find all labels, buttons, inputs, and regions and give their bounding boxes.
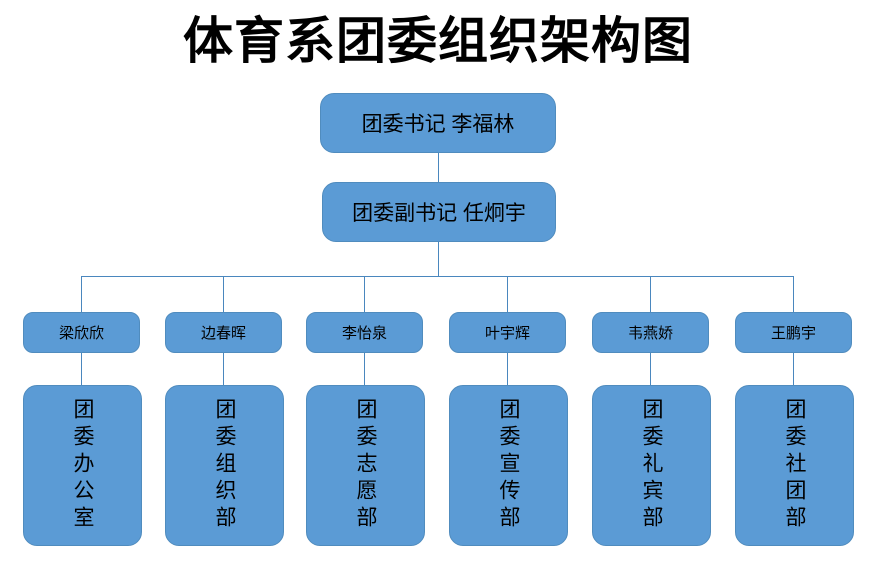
node-person-5-label: 韦燕娇 [627, 325, 673, 342]
node-department-5[interactable]: 团委礼宾部 [592, 385, 711, 546]
node-person-6[interactable]: 王鹏宇 [735, 312, 852, 353]
node-deputy-secretary-label: 团委副书记 任炯宇 [352, 202, 526, 225]
node-department-1[interactable]: 团委办公室 [23, 385, 142, 546]
node-person-3[interactable]: 李怡泉 [306, 312, 423, 353]
node-person-1[interactable]: 梁欣欣 [23, 312, 140, 353]
node-person-4-label: 叶宇辉 [484, 325, 530, 342]
node-person-1-label: 梁欣欣 [58, 325, 104, 342]
node-department-1-label: 团委办公室 [71, 398, 94, 533]
node-person-4[interactable]: 叶宇辉 [449, 312, 566, 353]
page-title: 体育系团委组织架构图 [183, 13, 693, 69]
node-department-4-label: 团委宣传部 [497, 398, 520, 533]
connector-bus-drop-6 [793, 276, 794, 312]
node-secretary[interactable]: 团委书记 李福林 [320, 93, 556, 153]
connector-bus-drop-3 [364, 276, 365, 312]
connector-person-4-to-dept-4 [507, 353, 508, 385]
node-deputy-secretary[interactable]: 团委副书记 任炯宇 [322, 182, 556, 242]
connector-bus-drop-2 [223, 276, 224, 312]
node-department-2-label: 团委组织部 [213, 398, 236, 533]
connector-secretary-to-deputy [438, 153, 439, 182]
node-person-2-label: 边春晖 [200, 325, 246, 342]
node-department-6[interactable]: 团委社团部 [735, 385, 854, 546]
connector-bus-drop-1 [81, 276, 82, 312]
node-department-4[interactable]: 团委宣传部 [449, 385, 568, 546]
node-department-6-label: 团委社团部 [783, 398, 806, 533]
connector-bus-drop-5 [650, 276, 651, 312]
node-person-5[interactable]: 韦燕娇 [592, 312, 709, 353]
connector-person-3-to-dept-3 [364, 353, 365, 385]
node-department-3[interactable]: 团委志愿部 [306, 385, 425, 546]
node-department-2[interactable]: 团委组织部 [165, 385, 284, 546]
connector-deputy-to-bus [438, 242, 439, 276]
connector-person-1-to-dept-1 [81, 353, 82, 385]
node-department-3-label: 团委志愿部 [354, 398, 377, 533]
node-person-2[interactable]: 边春晖 [165, 312, 282, 353]
connector-person-2-to-dept-2 [223, 353, 224, 385]
node-secretary-label: 团委书记 李福林 [361, 113, 515, 136]
connector-bus-drop-4 [507, 276, 508, 312]
connector-horizontal-bus [81, 276, 793, 277]
node-person-3-label: 李怡泉 [341, 325, 387, 342]
node-person-6-label: 王鹏宇 [770, 325, 816, 342]
connector-person-5-to-dept-5 [650, 353, 651, 385]
node-department-5-label: 团委礼宾部 [640, 398, 663, 533]
connector-person-6-to-dept-6 [793, 353, 794, 385]
